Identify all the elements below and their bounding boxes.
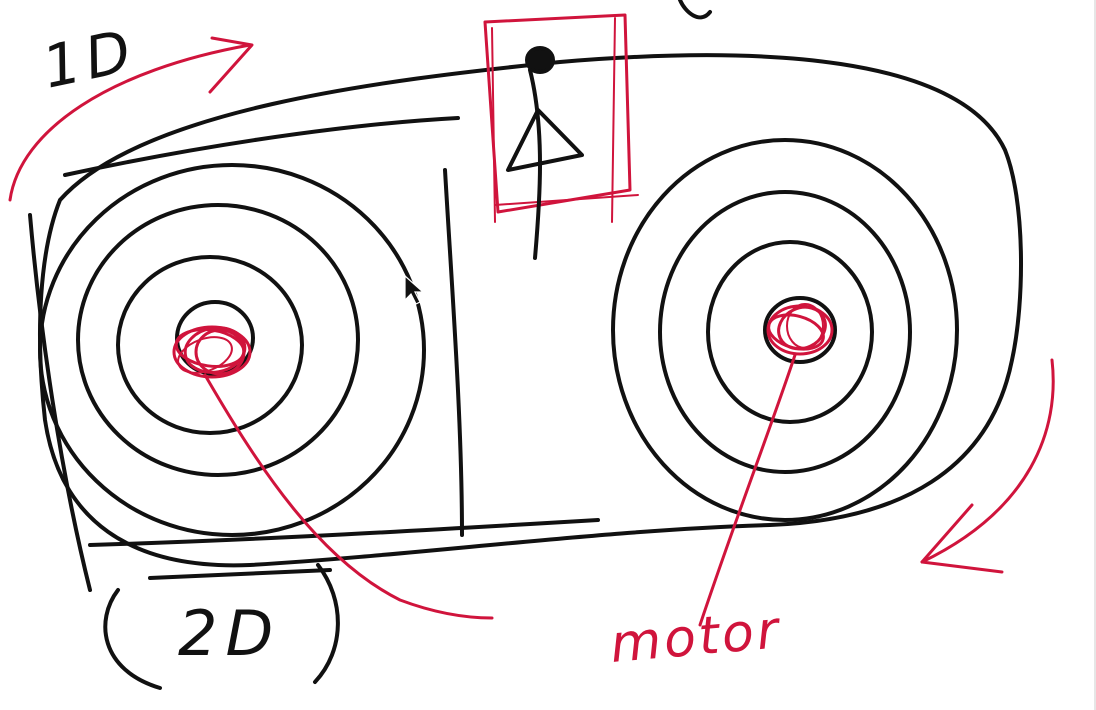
top-rotation-arrow-head: [208, 36, 254, 94]
left-ring-2: [116, 255, 304, 435]
sensor-figure: [506, 46, 584, 260]
panel-divider-line: [443, 168, 464, 537]
base-line: [148, 568, 332, 580]
sensor-highlight-box: [483, 13, 632, 214]
right-center-scribble: [766, 303, 834, 356]
two-d-right-paren: [313, 563, 340, 684]
right-rotation-arrow-head: [920, 503, 1004, 574]
left-side-line: [28, 213, 92, 592]
left-center-scribble: [172, 325, 252, 379]
top-rotation-arrow-curve: [8, 43, 252, 202]
outer-enclosure: [38, 53, 1023, 568]
two-d-left-paren: [103, 588, 162, 690]
right-ring-3: [658, 190, 912, 474]
right-rotation-arrow-curve: [920, 358, 1055, 564]
left-ring-3: [76, 203, 360, 477]
mouse-pointer-icon: [404, 274, 425, 305]
left-leader-line: [203, 373, 494, 620]
top-edge-mark: [678, 0, 712, 20]
frame-edge: [1094, 0, 1096, 710]
motor-leader-line: [698, 353, 797, 627]
left-ring-4: [38, 163, 426, 537]
two-d-label: 2D: [178, 597, 281, 670]
one-d-label: 1D: [37, 16, 143, 102]
right-ring-4: [611, 138, 959, 522]
panel-bottom-line: [88, 518, 600, 547]
right-ring-1: [763, 296, 837, 364]
right-ring-2: [706, 240, 874, 424]
sensor-highlight-box-overstroke: [491, 17, 639, 223]
panel-top-line: [63, 116, 460, 177]
motor-label: motor: [608, 600, 784, 675]
